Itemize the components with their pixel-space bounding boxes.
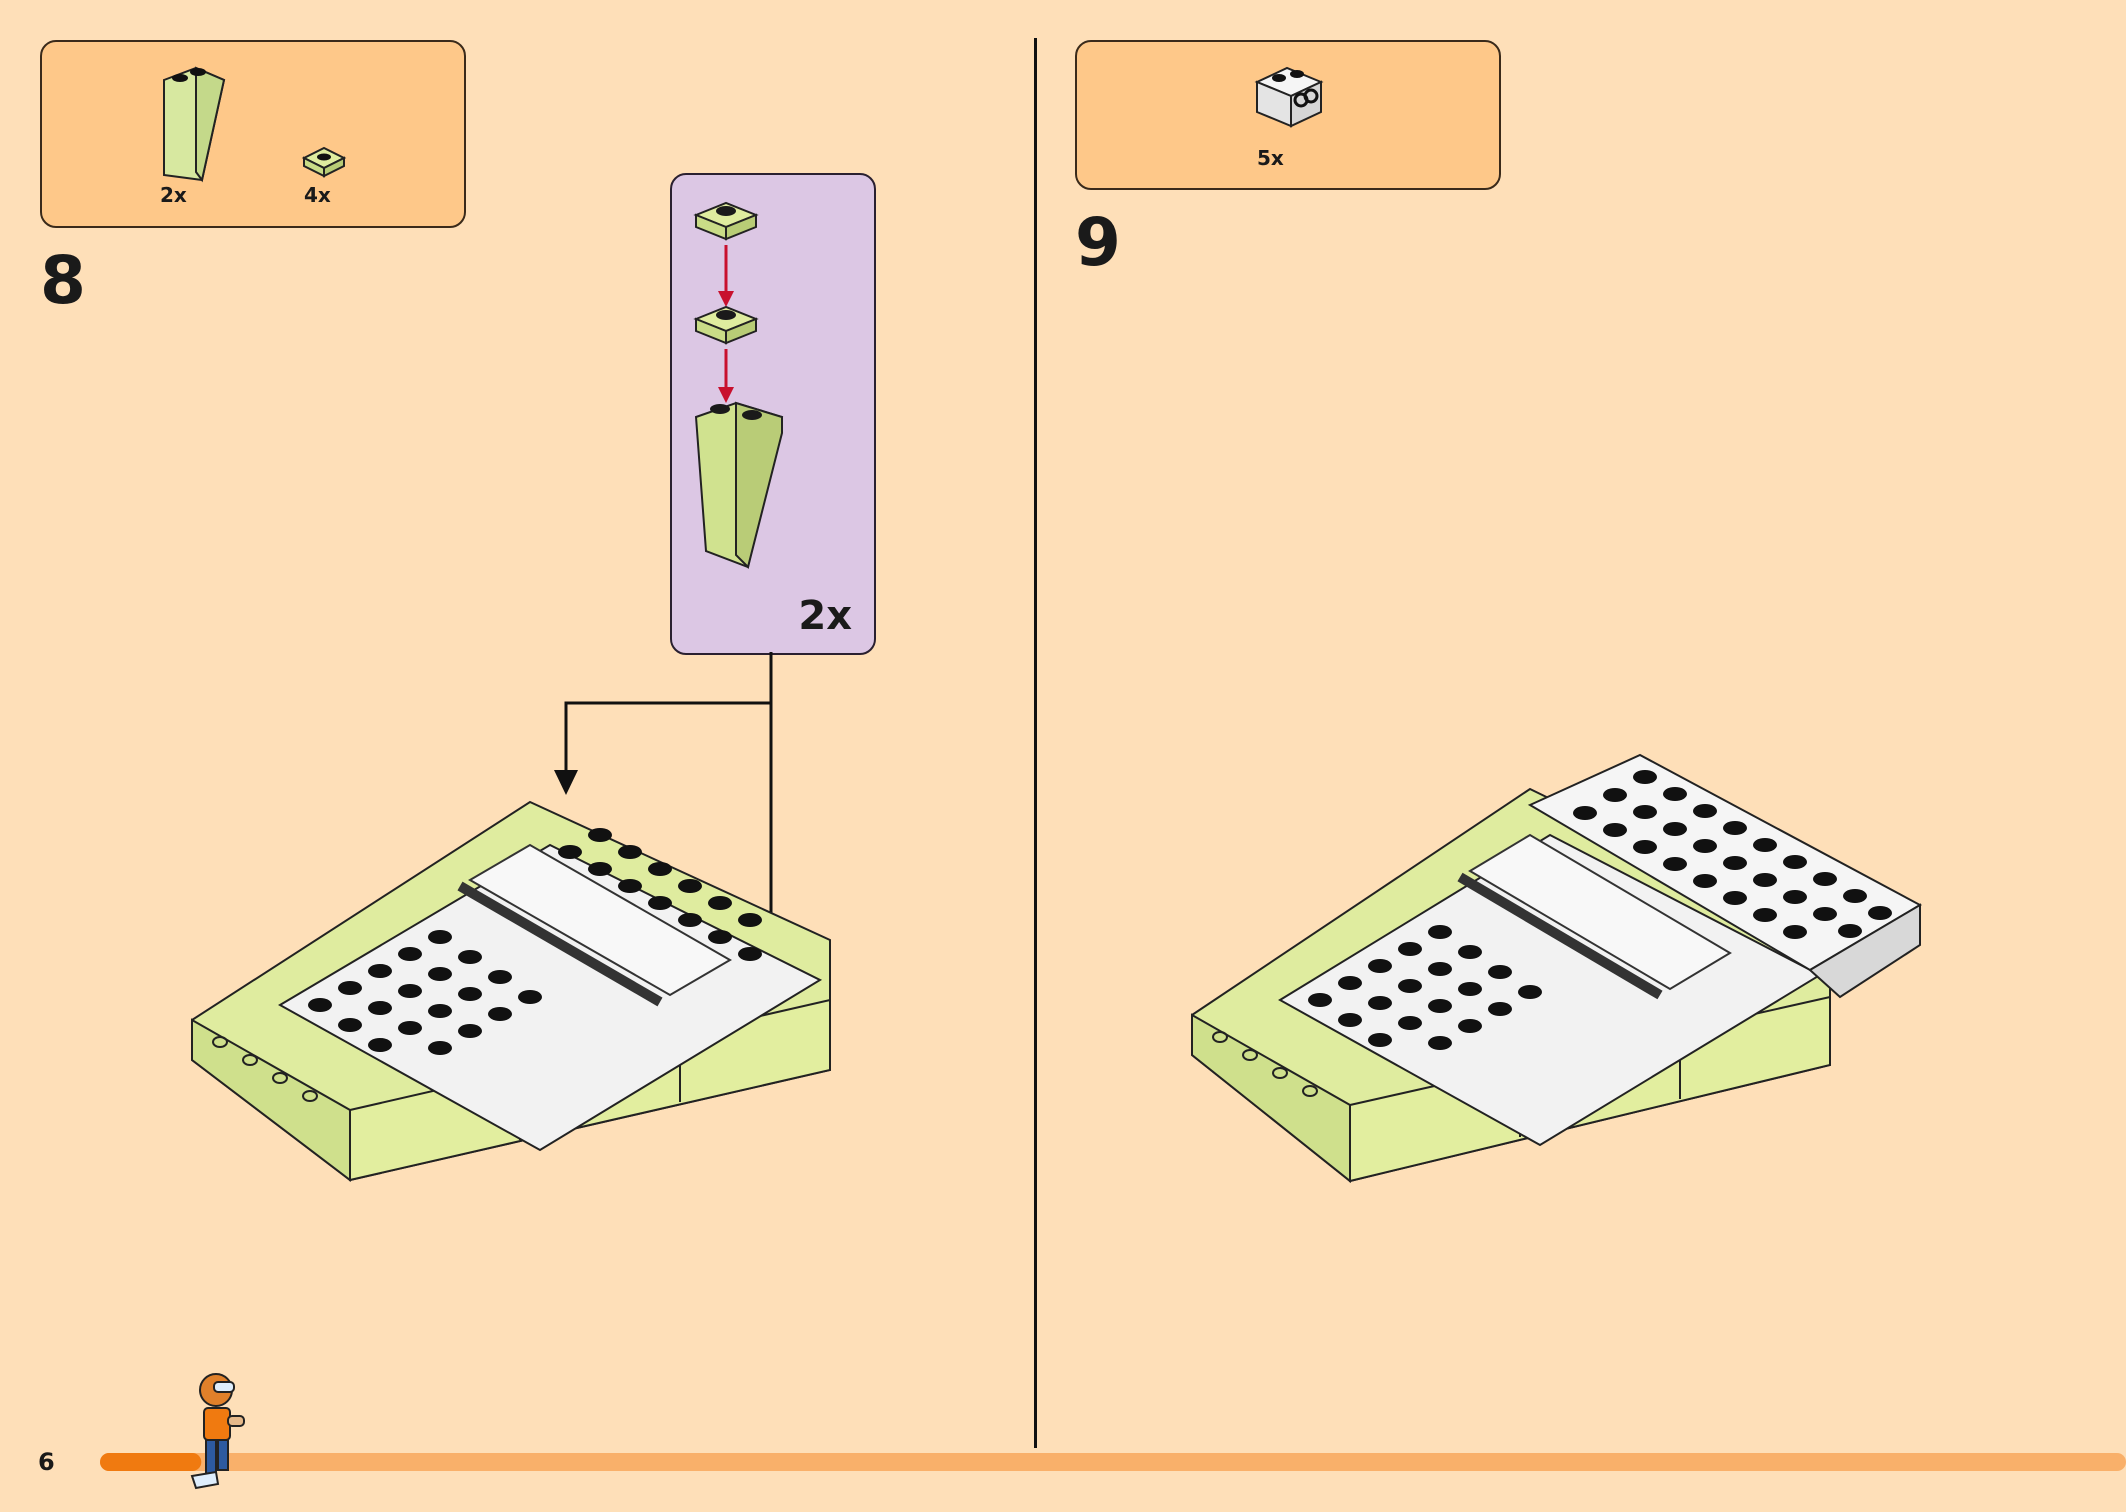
step-number-9: 9 [1075, 204, 1121, 281]
step8-model [191, 800, 831, 1183]
progress-track [100, 1453, 2126, 1471]
step-number-8: 8 [40, 242, 86, 319]
slope-brick-icon [163, 66, 226, 183]
step9-parts-box: 5x [1075, 40, 1501, 190]
progress-fill [100, 1453, 202, 1471]
round-plate-qty: 4x [304, 183, 331, 207]
sub-assembly-callout: 2x [670, 173, 876, 655]
step9-model [1191, 753, 1923, 1184]
white-brick-qty: 5x [1257, 146, 1284, 170]
white-brick-icon [1254, 66, 1324, 128]
page-number: 6 [38, 1448, 55, 1476]
step8-parts-box: 2x 4x [40, 40, 466, 228]
callout-multiplier: 2x [798, 593, 852, 639]
slope-brick-qty: 2x [160, 183, 187, 207]
page-divider [1034, 38, 1037, 1448]
minifigure-icon [190, 1373, 245, 1490]
sub-assembly-drawing [693, 201, 784, 569]
round-plate-icon [301, 146, 347, 178]
